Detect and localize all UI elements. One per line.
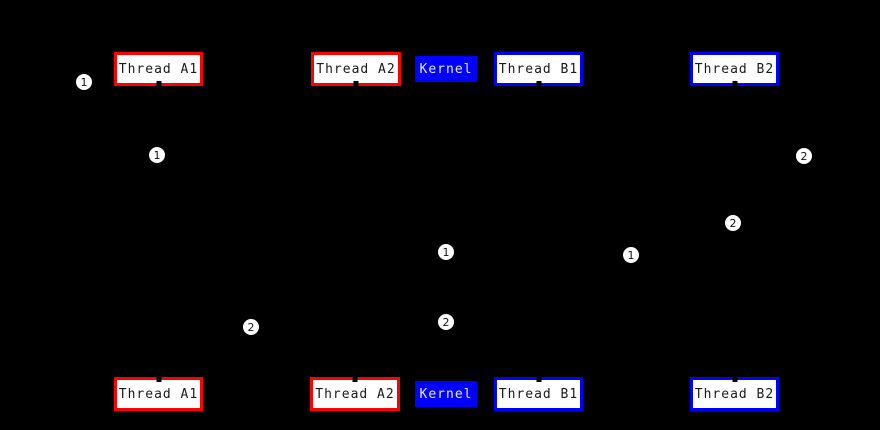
participant-label: Thread B1 [498, 61, 579, 77]
lifeline-tick [353, 81, 359, 86]
participant-label: Thread B2 [694, 386, 775, 402]
sequence-number-badge: 2 [438, 314, 454, 330]
participant-thread-b1-bottom: Thread B1 [494, 377, 583, 411]
sequence-number-badge: 1 [149, 147, 165, 163]
participant-label: Thread A2 [316, 61, 396, 77]
participant-thread-a2-top: Thread A2 [311, 52, 401, 86]
lifeline-tick [352, 377, 358, 382]
participant-label: Kernel [419, 61, 473, 77]
sequence-number-badge: 1 [438, 244, 454, 260]
sequence-number-badge: 2 [243, 319, 259, 335]
lifeline-tick [536, 377, 541, 382]
lifeline-tick [732, 81, 737, 86]
participant-label: Kernel [419, 386, 473, 402]
participant-label: Thread B1 [498, 386, 579, 402]
sequence-number-badge: 2 [796, 148, 812, 164]
sequence-number-badge: 1 [76, 74, 92, 90]
participant-label: Thread A2 [315, 386, 395, 402]
lifeline-tick [156, 81, 161, 86]
participant-kernel-top: Kernel [415, 56, 477, 82]
participant-label: Thread A1 [118, 386, 199, 402]
participant-thread-b1-top: Thread B1 [494, 52, 583, 86]
participant-label: Thread A1 [118, 61, 199, 77]
sequence-number-badge: 1 [623, 247, 639, 263]
participant-thread-b2-bottom: Thread B2 [690, 377, 779, 411]
participant-thread-a2-bottom: Thread A2 [310, 377, 400, 411]
lifeline-tick [536, 81, 541, 86]
participant-thread-a1-top: Thread A1 [114, 52, 203, 86]
lifeline-tick [732, 377, 737, 382]
participant-thread-b2-top: Thread B2 [690, 52, 779, 86]
participant-thread-a1-bottom: Thread A1 [114, 377, 203, 411]
participant-label: Thread B2 [694, 61, 775, 77]
sequence-number-badge: 2 [725, 215, 741, 231]
participant-kernel-bottom: Kernel [415, 381, 477, 407]
lifeline-tick [156, 377, 161, 382]
